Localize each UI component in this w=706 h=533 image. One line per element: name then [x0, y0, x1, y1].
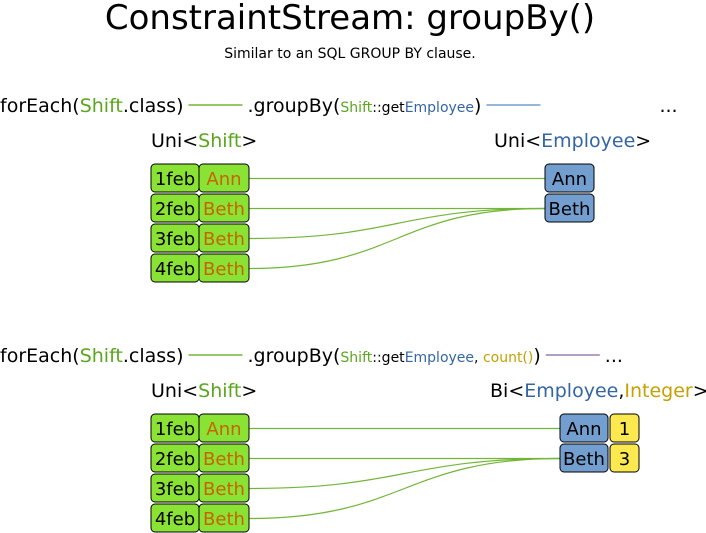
shift-employee-cell: [198, 253, 250, 283]
code-token: ...: [659, 95, 677, 117]
group-tuple: Beth 3: [559, 443, 640, 473]
code-token: ::get: [372, 100, 405, 116]
employee-count: 1: [619, 419, 630, 440]
shift-employee-cell: [198, 223, 250, 253]
right-stream-header: Uni<: [494, 130, 541, 152]
diagram-subtitle: Similar to an SQL GROUP BY clause.: [224, 46, 476, 62]
shift-date: 1feb: [155, 419, 195, 440]
left-stream-header: Shift: [198, 380, 241, 402]
group-tuple: Beth: [544, 193, 595, 223]
code-token: Shift: [80, 95, 123, 117]
shift-employee: Beth: [203, 199, 245, 220]
employee-key: Ann: [552, 169, 587, 190]
left-stream-header: >: [241, 380, 257, 402]
code-token: ,: [474, 350, 483, 366]
employee-count: 3: [619, 449, 630, 470]
code-token: count(): [483, 350, 533, 366]
group-tuple: Ann: [544, 163, 595, 193]
employee-key-cell: [559, 443, 609, 473]
shift-employee: Beth: [203, 449, 245, 470]
shift-date: 4feb: [155, 509, 195, 530]
left-stream-header: Uni<: [151, 380, 198, 402]
employee-key: Beth: [563, 449, 605, 470]
right-stream-header: Bi<: [490, 380, 524, 402]
code-token: .groupBy(: [248, 95, 341, 117]
shift-tuple: 2feb Beth: [150, 443, 250, 473]
right-stream-header: ,: [618, 380, 624, 402]
code-token: .class): [123, 345, 184, 367]
shift-date: 1feb: [155, 169, 195, 190]
code-token: ): [533, 345, 540, 367]
shift-tuple: 2feb Beth: [150, 193, 250, 223]
group-mapping-line: [248, 207, 546, 240]
shift-employee-cell: [198, 473, 250, 503]
shift-date: 2feb: [155, 199, 195, 220]
employee-key: Beth: [549, 199, 591, 220]
shift-date: 3feb: [155, 479, 195, 500]
shift-employee: Beth: [203, 479, 245, 500]
group-mapping-line: [248, 457, 561, 490]
shift-employee-cell: [198, 163, 250, 193]
shift-tuple: 1feb Ann: [150, 163, 250, 193]
shift-employee-cell: [198, 443, 250, 473]
shift-employee: Beth: [203, 259, 245, 280]
employee-key: Ann: [566, 419, 601, 440]
shift-employee-cell: [198, 413, 250, 443]
left-stream-header: >: [241, 130, 257, 152]
employee-key-cell: [544, 193, 595, 223]
code-token: Shift: [80, 345, 123, 367]
shift-employee: Beth: [203, 229, 245, 250]
shift-tuple: 1feb Ann: [150, 413, 250, 443]
right-stream-header: >: [635, 130, 651, 152]
shift-tuple: 4feb Beth: [150, 503, 250, 533]
right-stream-header: Employee: [541, 130, 635, 152]
code-token: forEach(: [0, 345, 80, 367]
code-token: .class): [123, 95, 184, 117]
code-token: Employee: [405, 350, 474, 366]
right-stream-header: Integer: [624, 380, 693, 402]
shift-employee: Ann: [206, 169, 241, 190]
code-token: forEach(: [0, 95, 80, 117]
left-stream-header: Uni<: [151, 130, 198, 152]
employee-key-cell: [544, 163, 595, 193]
code-token: .groupBy(: [248, 345, 341, 367]
code-token: Shift: [340, 100, 372, 116]
right-stream-header: Employee: [524, 380, 618, 402]
code-token: Employee: [405, 100, 474, 116]
count-cell: [609, 413, 640, 443]
shift-tuple: 3feb Beth: [150, 223, 250, 253]
group-mapping-line: [248, 207, 546, 270]
code-token: ): [474, 95, 481, 117]
shift-employee: Ann: [206, 419, 241, 440]
group-tuple: Ann 1: [559, 413, 640, 443]
shift-tuple: 4feb Beth: [150, 253, 250, 283]
left-stream-header: Shift: [198, 130, 241, 152]
group-mapping-line: [248, 457, 561, 520]
right-stream-header: >: [693, 380, 706, 402]
code-token: ::get: [372, 350, 405, 366]
employee-key-cell: [559, 413, 609, 443]
shift-date: 3feb: [155, 229, 195, 250]
shift-date: 4feb: [155, 259, 195, 280]
count-cell: [609, 443, 640, 473]
code-token: ...: [605, 345, 623, 367]
shift-employee-cell: [198, 193, 250, 223]
shift-employee: Beth: [203, 509, 245, 530]
shift-date: 2feb: [155, 449, 195, 470]
shift-employee-cell: [198, 503, 250, 533]
code-token: Shift: [340, 350, 372, 366]
diagram-title: ConstraintStream: groupBy(): [105, 0, 595, 38]
shift-tuple: 3feb Beth: [150, 473, 250, 503]
